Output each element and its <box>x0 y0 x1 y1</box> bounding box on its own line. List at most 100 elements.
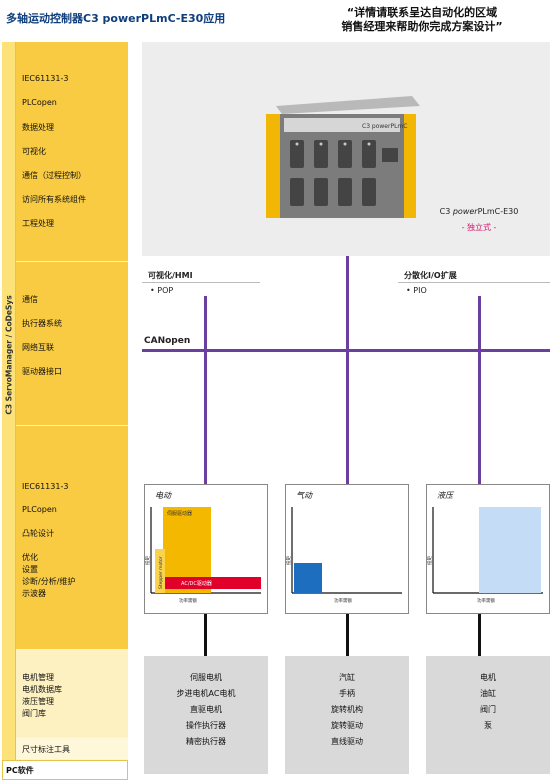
sidebar-item: 工程处理 <box>22 219 54 228</box>
list-item: 手柄 <box>339 689 355 698</box>
device-right-rail <box>402 114 416 218</box>
sidebar-item: 驱动器接口 <box>22 367 62 376</box>
list-item: 步进电机AC电机 <box>176 689 236 698</box>
bottom-list-hydraulic: 电机 油缸 阀门 泵 <box>426 656 550 774</box>
sidebar-item: PLCopen <box>22 98 57 107</box>
sidebar-item: 数据处理 <box>22 123 54 132</box>
panel-hydraulic: 液压 扭矩 功率需额 <box>426 484 550 614</box>
device-label-plate <box>284 118 400 132</box>
sidebar-block-management: 电机管理 电机数据库 液压管理 阀门库 <box>16 650 128 738</box>
contact-quote: “详情请联系呈达自动化的区域 销售经理来帮助你完成方案设计” <box>302 6 542 34</box>
connector-electric-bottom <box>204 614 207 656</box>
port-icon <box>314 140 328 168</box>
y-axis-label: 扭矩 <box>427 556 433 565</box>
sidebar-item: 液压管理 <box>22 697 54 706</box>
port-icon <box>362 140 376 168</box>
hmi-item: • POP <box>150 286 174 295</box>
panel-electric-title: 电动 <box>155 491 171 500</box>
product-name: C3 powerPLmC-E30 <box>439 207 519 216</box>
sidebar-block-communication: 通信 执行器系统 网络互联 驱动器接口 <box>16 262 128 426</box>
list-item: 旋转机构 <box>331 705 363 714</box>
sidebar-item: IEC61131-3 <box>22 482 69 491</box>
list-item: 直驱电机 <box>190 705 222 714</box>
x-axis-label: 功率需额 <box>334 597 352 604</box>
product-subtitle: - 独立式 - <box>461 223 497 232</box>
list-item: 电机 <box>480 673 496 682</box>
sidebar-item: 通信 <box>22 295 38 304</box>
controller-device-image: C3 powerPLmC <box>266 96 420 218</box>
panel-electric-graph: 伺服驱动器 AC/DC驱动器 Stepper motor 扭矩 功率需额 <box>145 507 261 604</box>
connector-pneumatic-bottom <box>346 614 349 656</box>
sidebar-block-dimension: 尺寸标注工具 <box>16 738 128 760</box>
pneumatic-bar <box>294 563 322 593</box>
canopen-label: CANopen <box>144 336 191 346</box>
port-icon <box>290 140 304 168</box>
list-item: 精密执行器 <box>186 737 226 746</box>
sidebar-item: IEC61131-3 <box>22 74 69 83</box>
port-icon <box>338 140 352 168</box>
sidebar-vertical-bar <box>2 42 16 760</box>
port-icon <box>290 178 304 206</box>
canopen-bus <box>142 349 550 352</box>
sidebar-item: 尺寸标注工具 <box>22 745 70 754</box>
sidebar-item: 电机数据库 <box>22 685 62 694</box>
port-icon <box>314 178 328 206</box>
list-item: 阀门 <box>480 705 496 714</box>
io-separator <box>398 282 550 283</box>
pc-software-footer: PC软件 <box>2 760 128 780</box>
bottom-list-electric: 伺服电机 步进电机AC电机 直驱电机 操作执行器 精密执行器 <box>144 656 268 774</box>
quote-line-1: “详情请联系呈达自动化的区域 <box>346 6 498 19</box>
connector-line-pneumatic <box>346 256 349 484</box>
list-item: 油缸 <box>480 689 496 698</box>
hydraulic-bar <box>479 507 541 593</box>
y-axis-label: 扭矩 <box>145 556 151 565</box>
list-item: 直线驱动 <box>331 737 363 746</box>
list-item: 旋转驱动 <box>331 721 363 730</box>
bottom-list-pneumatic: 汽缸 手柄 旋转机构 旋转驱动 直线驱动 <box>285 656 409 774</box>
hmi-group-title: 可视化/HMI <box>148 271 193 280</box>
list-item: 汽缸 <box>339 673 355 682</box>
sidebar-item: 阀门库 <box>22 709 46 718</box>
sidebar-item: 访问所有系统组件 <box>22 195 86 204</box>
sidebar-item: 电机管理 <box>22 673 54 682</box>
x-axis-label: 功率需额 <box>179 597 197 604</box>
sidebar-item: 执行器系统 <box>22 319 62 328</box>
sidebar-block-motion: IEC61131-3 PLCopen 凸轮设计 优化 设置 诊断/分析/维护 示… <box>16 426 128 650</box>
device-label: C3 powerPLmC <box>362 123 407 130</box>
ethernet-port-icon <box>382 148 398 162</box>
list-item: 泵 <box>484 721 492 730</box>
quote-line-2: 销售经理来帮助你完成方案设计” <box>341 20 503 33</box>
sidebar-block-programming: IEC61131-3 PLCopen 数据处理 可视化 通信（过程控制） 访问所… <box>16 42 128 262</box>
stepper-motor-bar <box>155 549 165 593</box>
panel-pneumatic-graph: 扭矩 功率需额 <box>286 507 402 604</box>
page-title: 多轴运动控制器C3 powerPLmC-E30应用 <box>6 12 226 25</box>
io-item: • PIO <box>406 286 427 295</box>
connector-line-hydraulic <box>478 296 481 484</box>
panel-hydraulic-title: 液压 <box>437 491 453 500</box>
sidebar-item: 通信（过程控制） <box>22 171 86 180</box>
acdc-drive-bar <box>165 577 261 589</box>
stepper-motor-label: Stepper motor <box>158 556 164 589</box>
list-item: 操作执行器 <box>186 721 226 730</box>
y-axis-label: 扭矩 <box>286 556 292 565</box>
panel-pneumatic-title: 气动 <box>296 491 312 500</box>
acdc-drive-label: AC/DC驱动器 <box>181 580 212 587</box>
connector-line-electric <box>204 296 207 484</box>
sidebar-item: 设置 <box>22 565 38 574</box>
port-icon <box>338 178 352 206</box>
device-left-rail <box>266 114 280 218</box>
hmi-separator <box>142 282 260 283</box>
list-item: 伺服电机 <box>190 673 222 682</box>
sidebar-item: 诊断/分析/维护 <box>22 577 76 586</box>
connector-hydraulic-bottom <box>478 614 481 656</box>
sidebar-vertical-label: C3 ServoManager / CoDeSys <box>4 295 14 415</box>
panel-hydraulic-graph: 扭矩 功率需额 <box>427 507 543 604</box>
panel-electric: 电动 伺服驱动器 AC/DC驱动器 Stepper motor 扭矩 功率需额 <box>144 484 268 614</box>
sidebar-item: 示波器 <box>22 589 46 598</box>
sidebar-item: 网络互联 <box>22 343 54 352</box>
io-group-title: 分散化I/O扩展 <box>404 271 457 280</box>
sidebar-item: 优化 <box>22 553 38 562</box>
sidebar-item: PLCopen <box>22 505 57 514</box>
panel-pneumatic: 气动 扭矩 功率需额 <box>285 484 409 614</box>
device-top <box>276 96 420 114</box>
